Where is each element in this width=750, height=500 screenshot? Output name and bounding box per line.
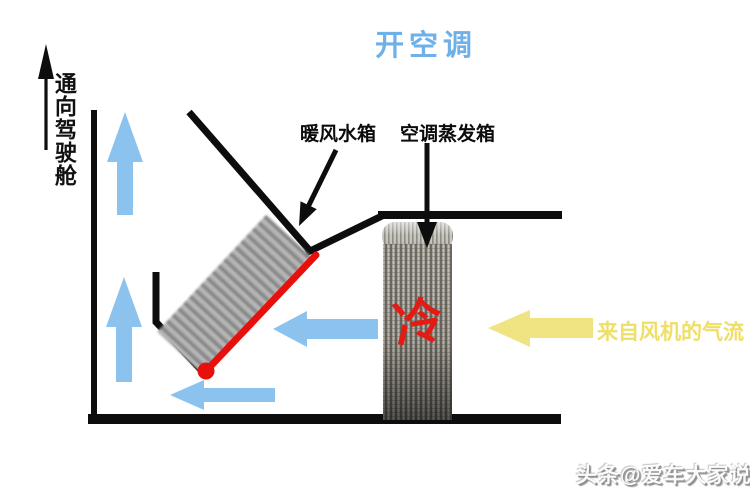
page-title: 开空调 — [375, 30, 478, 62]
evaporator-pointer-arrow-icon — [417, 143, 437, 248]
cabin-direction-label: 通向驾驶舱 — [51, 72, 77, 187]
watermark: 头条@爱车大家说 — [576, 464, 750, 487]
airflow-arrow-left-mid-icon — [273, 311, 378, 347]
heater-core-red-dot — [197, 362, 215, 380]
duct-top-line — [378, 211, 562, 219]
duct-bottom-wall — [88, 414, 561, 424]
airflow-arrow-up-top-icon — [107, 112, 143, 215]
airflow-arrow-left-bottom-icon — [170, 380, 275, 410]
evaporator — [382, 222, 453, 420]
cabin-arrow-icon — [38, 44, 54, 150]
duct-heater-top-link — [304, 210, 388, 257]
duct-left-wall — [91, 110, 97, 422]
blower-airflow-arrow-icon — [488, 310, 593, 347]
duct-top-left-diagonal — [186, 109, 314, 255]
heater-core-pointer-arrow-icon — [299, 148, 339, 226]
heater-core — [157, 214, 311, 374]
airflow-arrow-up-bottom-icon — [106, 277, 142, 382]
evaporator-label: 空调蒸发箱 — [400, 124, 496, 145]
heater-core-label: 暖风水箱 — [300, 124, 377, 145]
heater-core-red-edge — [203, 251, 320, 374]
blower-airflow-label: 来自风机的气流 — [597, 321, 744, 344]
